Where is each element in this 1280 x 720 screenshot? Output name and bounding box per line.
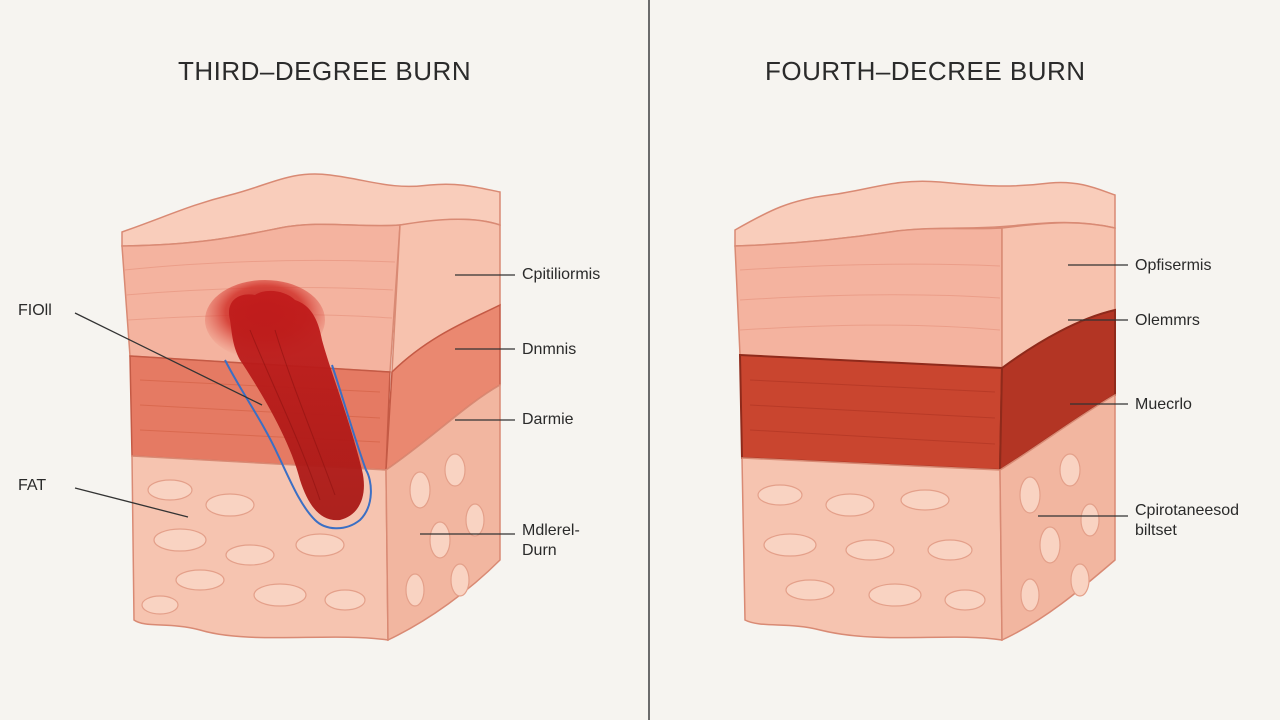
burn-outline <box>224 359 372 530</box>
fat-cells <box>757 453 1100 612</box>
label-burn: FIOll <box>18 302 52 319</box>
label-dermis: Olemmrs <box>1135 312 1200 329</box>
third-degree-panel: THIRD–DEGREE BURN <box>18 56 601 642</box>
front-muscle <box>738 353 1004 472</box>
left-leader-lines <box>74 274 515 535</box>
label-dermie: Darmie <box>522 411 574 428</box>
fourth-degree-title: FOURTH–DECREE BURN <box>765 56 1086 86</box>
front-epidermis <box>734 227 1003 369</box>
panel-divider <box>648 0 650 720</box>
third-degree-title: THIRD–DEGREE BURN <box>178 56 472 86</box>
label-epidermis: Opfisermis <box>1135 257 1212 274</box>
fourth-degree-panel: FOURTH–DECREE BURN <box>650 0 1280 720</box>
label-subcut-line2: biltset <box>1135 522 1177 539</box>
label-dermis: Dnmnis <box>522 341 577 358</box>
label-fat: FAT <box>18 477 47 494</box>
third-degree-skin-block <box>74 173 515 642</box>
burn-wound <box>229 290 364 521</box>
label-partial-line2: Durn <box>522 542 557 559</box>
label-partial-line1: Mdlerel- <box>522 522 580 539</box>
fat-cells <box>141 453 485 615</box>
label-subcut-line1: Cpirotaneesod <box>1135 502 1240 519</box>
label-muscle: Muecrlo <box>1135 396 1192 413</box>
label-epidermis: Cpitiliormis <box>522 266 601 283</box>
fourth-degree-skin-block <box>734 180 1128 642</box>
right-leader-lines <box>1038 264 1128 517</box>
